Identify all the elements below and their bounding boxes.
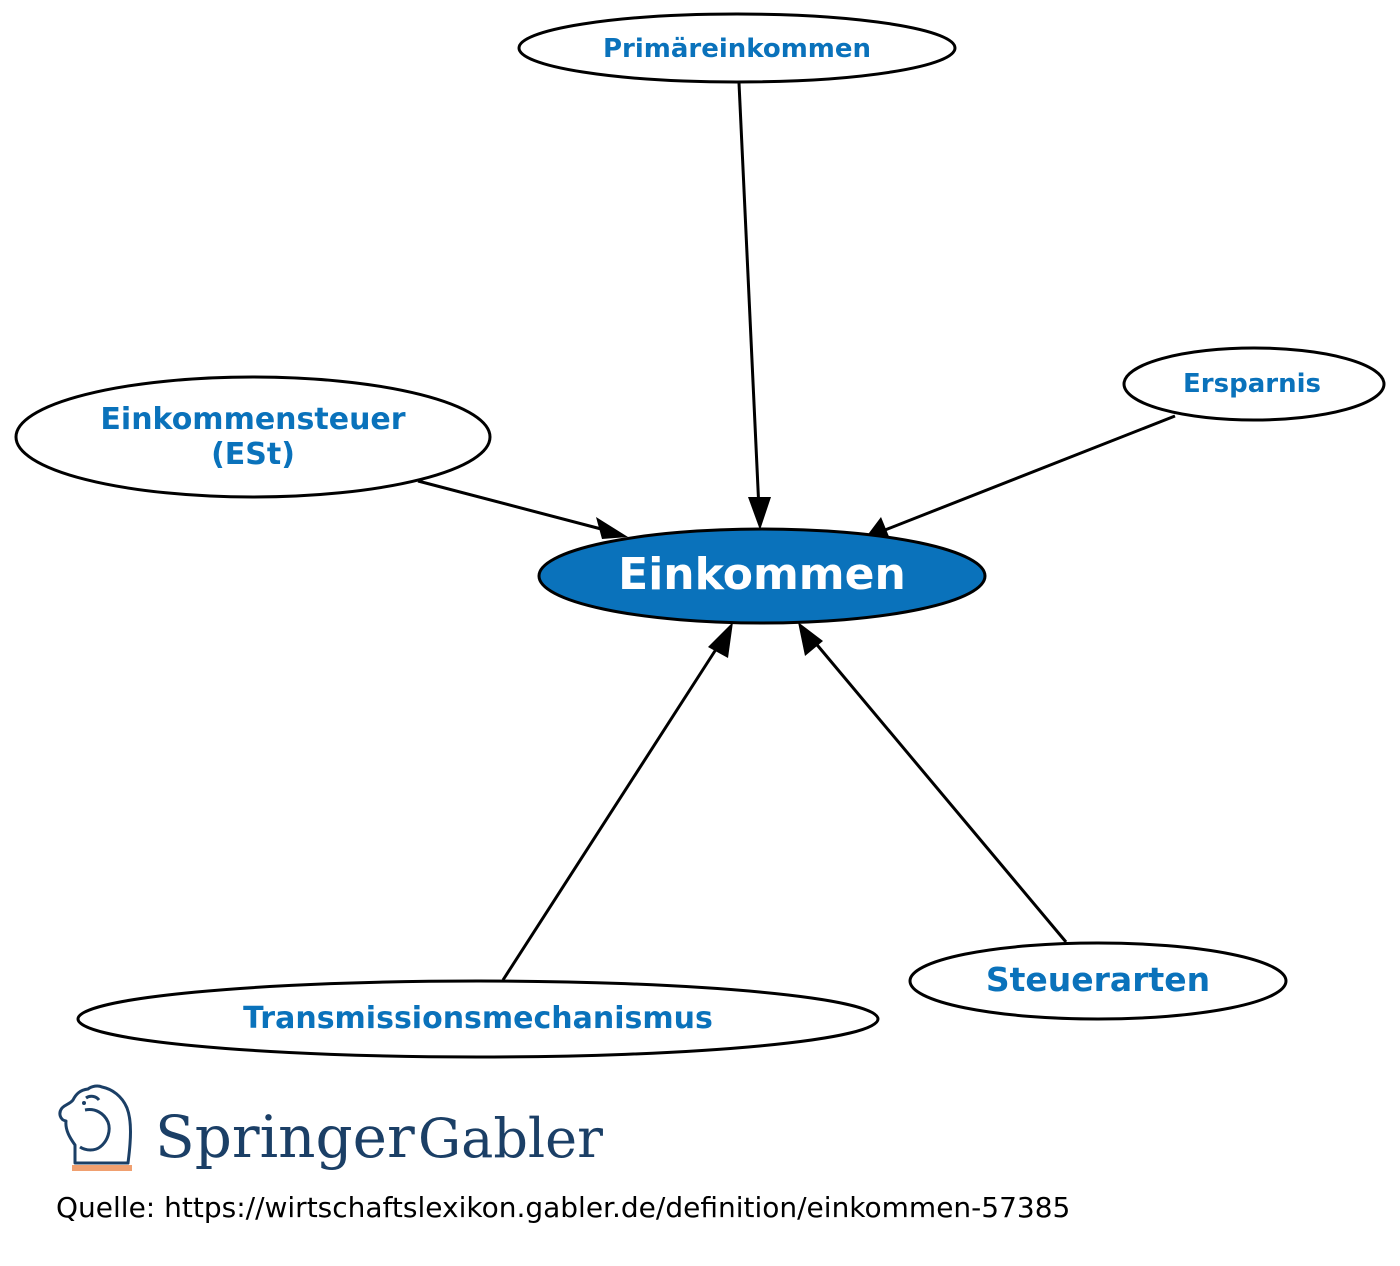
edge-steuerarten-arrowhead bbox=[798, 622, 823, 656]
edge-transmissionsmechanismus-arrowhead bbox=[708, 622, 733, 658]
edge-einkommensteuer bbox=[417, 479, 606, 532]
edge-einkommensteuer-arrowhead bbox=[596, 517, 628, 539]
edge-primaereinkommen-arrowhead bbox=[748, 497, 771, 530]
node-transmissionsmechanismus-label: Transmissionsmechanismus bbox=[243, 1001, 713, 1036]
node-steuerarten-label: Steuerarten bbox=[986, 960, 1210, 999]
node-transmissionsmechanismus[interactable]: Transmissionsmechanismus bbox=[76, 979, 880, 1059]
node-einkommen-label: Einkommen bbox=[618, 549, 906, 600]
node-einkommensteuer-label: Einkommensteuer bbox=[100, 402, 405, 437]
node-steuerarten[interactable]: Steuerarten bbox=[908, 941, 1288, 1021]
logo-accent-bar bbox=[72, 1165, 132, 1171]
edge-primaereinkommen bbox=[737, 82, 761, 511]
node-einkommensteuer-label-line2: (ESt) bbox=[211, 437, 295, 472]
knight-chess-icon bbox=[58, 1084, 132, 1165]
source-citation: Quelle: https://wirtschaftslexikon.gable… bbox=[56, 1191, 1070, 1224]
brand-primary-text: Springer bbox=[155, 1103, 415, 1171]
edges bbox=[417, 82, 1176, 981]
node-primaereinkommen[interactable]: Primäreinkommen bbox=[517, 12, 957, 84]
node-ersparnis-label: Ersparnis bbox=[1183, 369, 1321, 399]
node-einkommen-center[interactable]: Einkommen bbox=[537, 527, 987, 625]
brand-secondary-text: Gabler bbox=[418, 1107, 603, 1170]
node-ersparnis[interactable]: Ersparnis bbox=[1122, 346, 1386, 422]
node-einkommensteuer[interactable]: Einkommensteuer (ESt) bbox=[14, 375, 492, 499]
edge-ersparnis bbox=[884, 414, 1176, 532]
edge-steuerarten bbox=[811, 639, 1068, 943]
springer-gabler-logo: Springer Gabler bbox=[58, 1084, 603, 1171]
edge-transmissionsmechanismus bbox=[501, 639, 724, 981]
node-primaereinkommen-label: Primäreinkommen bbox=[603, 34, 871, 64]
